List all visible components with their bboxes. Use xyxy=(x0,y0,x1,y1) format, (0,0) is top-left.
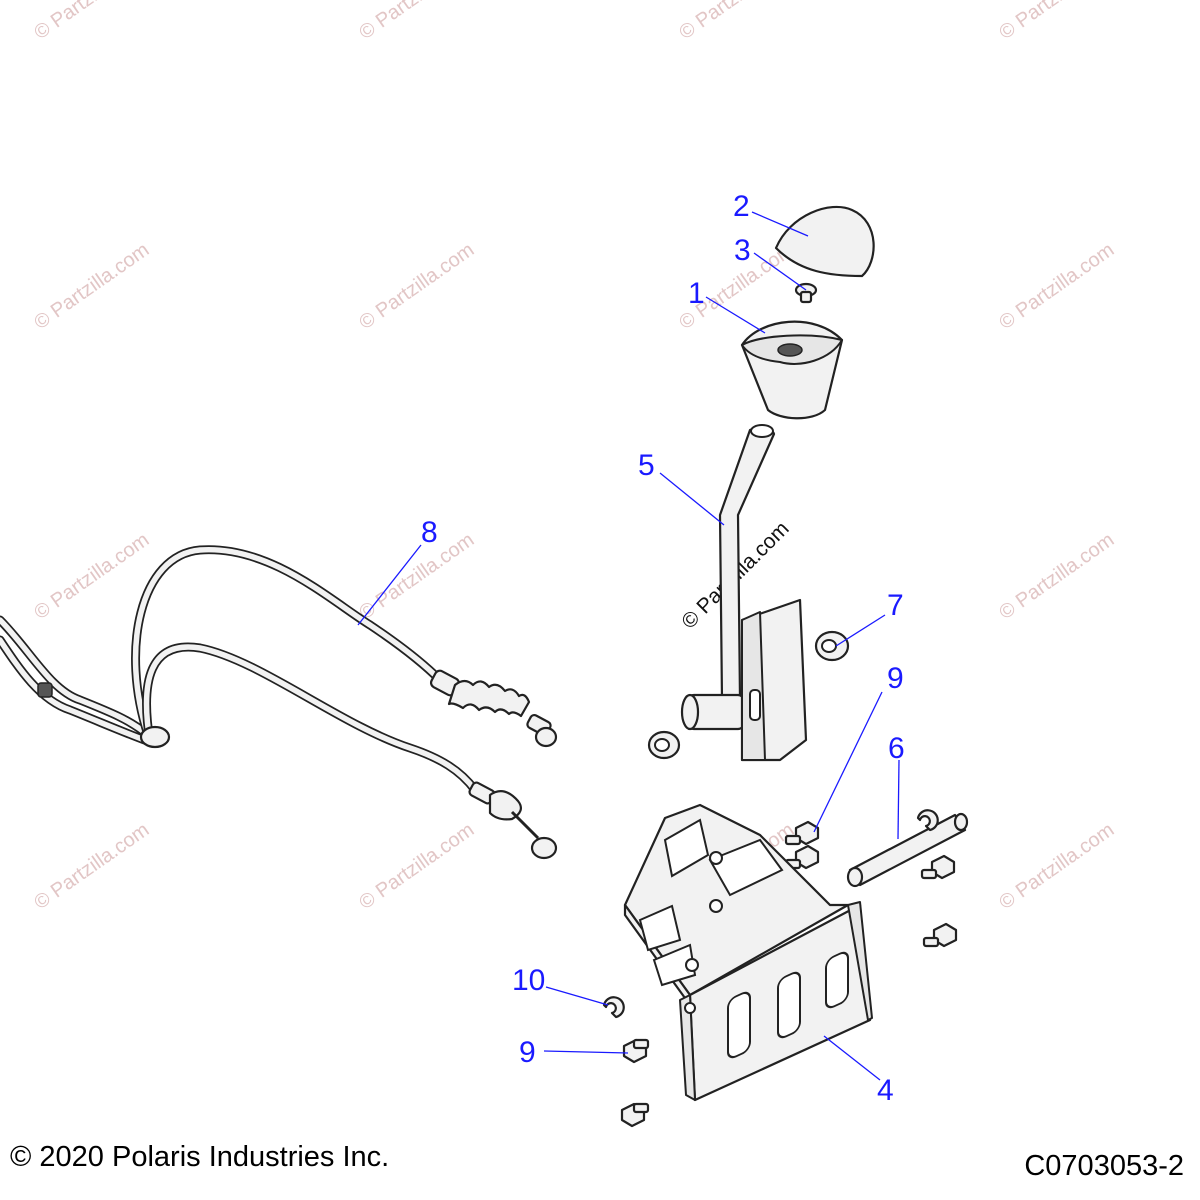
lever-pivot-bracket xyxy=(740,598,808,762)
watermark: © Partzilla.com xyxy=(995,819,1118,914)
callout-6: 6 xyxy=(888,732,905,765)
callout-5: 5 xyxy=(638,449,655,482)
watermark: © Partzilla.com xyxy=(355,529,478,624)
shift-knob-cap xyxy=(774,205,875,278)
watermark: © Partzilla.com xyxy=(30,819,153,914)
leader-line-4 xyxy=(823,1035,881,1081)
callout-4: 4 xyxy=(877,1074,894,1107)
bolt xyxy=(620,1102,650,1128)
bushing xyxy=(814,630,850,662)
leader-line-5 xyxy=(659,472,725,526)
cap-screw xyxy=(794,282,818,304)
leader-lines xyxy=(357,211,900,1081)
bolts xyxy=(620,820,958,1128)
callouts: 2 3 1 5 8 7 9 6 10 9 4 xyxy=(421,190,905,1107)
e-clip-10 xyxy=(602,996,625,1019)
callout-8: 8 xyxy=(421,516,438,549)
leader-line-3 xyxy=(753,252,807,291)
copyright-notice: © 2020 Polaris Industries Inc. xyxy=(10,1141,390,1173)
leader-line-6 xyxy=(897,759,900,840)
watermark: © Partzilla.com xyxy=(355,0,478,44)
callout-10: 10 xyxy=(512,964,545,997)
shift-lever xyxy=(680,424,776,731)
watermark: © Partzilla.com xyxy=(355,239,478,334)
watermark: © Partzilla.com xyxy=(995,0,1118,44)
shifter-mount-bracket xyxy=(623,803,873,1102)
watermark: © Partzilla.com xyxy=(30,239,153,334)
shift-cables xyxy=(0,545,558,860)
watermark: © Partzilla.com xyxy=(995,239,1118,334)
callout-9-upper: 9 xyxy=(887,662,904,695)
watermark: © Partzilla.com xyxy=(355,819,478,914)
callout-2: 2 xyxy=(733,190,750,223)
shift-knob xyxy=(740,320,844,420)
watermark: © Partzilla.com xyxy=(30,529,153,624)
callout-7: 7 xyxy=(887,589,904,622)
callout-9-lower: 9 xyxy=(519,1036,536,1069)
leader-line-9b xyxy=(543,1050,629,1054)
leader-line-10 xyxy=(545,986,609,1006)
leader-line-2 xyxy=(751,211,809,237)
bolt xyxy=(920,854,956,880)
bolt xyxy=(922,922,958,948)
watermark: © Partzilla.com xyxy=(675,0,798,44)
leader-line-8 xyxy=(357,544,422,626)
bolt xyxy=(622,1038,650,1064)
leader-line-1 xyxy=(705,296,766,334)
callout-3: 3 xyxy=(734,234,751,267)
callout-1: 1 xyxy=(688,277,705,310)
drawing-number: C0703053-2 xyxy=(1024,1150,1184,1182)
watermark: © Partzilla.com xyxy=(995,529,1118,624)
bushing-left xyxy=(647,730,681,760)
e-clip xyxy=(916,809,939,832)
leader-line-7 xyxy=(835,614,886,647)
watermark: © Partzilla.com xyxy=(30,0,153,44)
leader-line-9a xyxy=(813,691,883,833)
pivot-pin xyxy=(846,812,969,888)
watermark-layer: © Partzilla.com © Partzilla.com © Partzi… xyxy=(30,0,1118,914)
bolt xyxy=(784,820,820,846)
